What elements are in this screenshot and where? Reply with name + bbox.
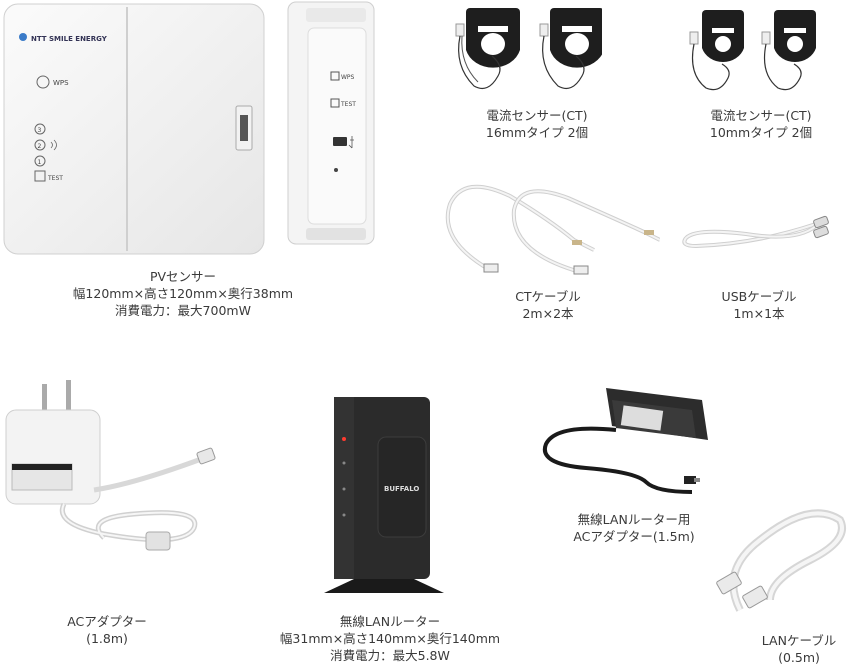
router-power: 消費電力：最大5.8W <box>330 648 450 663</box>
pv-sensor-caption: PVセンサー 幅120mm×高さ120mm×奥行38mm 消費電力：最大700m… <box>73 268 293 319</box>
router-caption: 無線LANルーター 幅31mm×高さ140mm×奥行140mm 消費電力：最大5… <box>280 613 500 664</box>
router-brand-text: BUFFALO <box>384 485 419 493</box>
pv-side-wps-label: WPS <box>341 74 355 81</box>
pv-sensor-front-image: NTT SMILE ENERGY WPS 3 2 1 TEST <box>3 3 265 255</box>
lan-cable-caption: LANケーブル (0.5m) <box>762 632 836 666</box>
pv-led-1-label: 1 <box>38 159 42 166</box>
pv-sensor-side-image: WPS TEST <box>286 0 378 248</box>
lan-cable-title: LANケーブル <box>761 633 837 648</box>
usb-cable-detail: 1m×1本 <box>733 306 785 321</box>
ct-sensor-16mm-image <box>442 2 602 102</box>
ct-cable-title: CTケーブル <box>515 289 581 304</box>
ct-10mm-caption: 電流センサー(CT) 10mmタイプ 2個 <box>710 107 812 141</box>
ct-cable-image <box>440 184 660 280</box>
ac-adapter-image <box>4 380 224 580</box>
router-adapter-caption: 無線LANルーター用 ACアダプター(1.5m) <box>573 511 694 545</box>
usb-cable-image <box>678 212 838 254</box>
ct-16mm-caption: 電流センサー(CT) 16mmタイプ 2個 <box>486 107 588 141</box>
ct-16mm-detail: 16mmタイプ 2個 <box>485 125 589 140</box>
pv-side-test-label: TEST <box>340 101 356 108</box>
wireless-router-image: BUFFALO <box>318 393 448 603</box>
pv-sensor-title: PVセンサー <box>149 269 217 284</box>
lan-cable-detail: (0.5m) <box>778 650 820 665</box>
lan-cable-image <box>710 500 850 620</box>
router-adapter-title: 無線LANルーター用 <box>577 512 691 527</box>
ac-adapter-detail: (1.8m) <box>86 631 128 646</box>
ct-cable-detail: 2m×2本 <box>522 306 574 321</box>
ct-cable-caption: CTケーブル 2m×2本 <box>515 288 581 322</box>
pv-sensor-size: 幅120mm×高さ120mm×奥行38mm <box>72 286 294 301</box>
ac-adapter-caption: ACアダプター (1.8m) <box>67 613 147 647</box>
router-ac-adapter-image <box>536 380 716 500</box>
ct-16mm-title: 電流センサー(CT) <box>486 108 588 123</box>
pv-sensor-power: 消費電力：最大700mW <box>115 303 251 318</box>
router-adapter-detail: ACアダプター(1.5m) <box>573 529 695 544</box>
pv-wps-label: WPS <box>53 79 69 87</box>
usb-cable-title: USBケーブル <box>721 289 797 304</box>
ac-adapter-title: ACアダプター <box>67 614 147 629</box>
ct-10mm-title: 電流センサー(CT) <box>710 108 812 123</box>
router-size: 幅31mm×高さ140mm×奥行140mm <box>279 631 501 646</box>
pv-brand-text: NTT SMILE ENERGY <box>31 35 108 43</box>
pv-led-2-label: 2 <box>38 143 42 150</box>
ct-sensor-10mm-image <box>680 6 830 102</box>
pv-led-3-label: 3 <box>38 127 42 134</box>
usb-cable-caption: USBケーブル 1m×1本 <box>722 288 797 322</box>
ct-10mm-detail: 10mmタイプ 2個 <box>709 125 813 140</box>
pv-test-label: TEST <box>47 175 63 182</box>
router-title: 無線LANルーター <box>339 614 441 629</box>
